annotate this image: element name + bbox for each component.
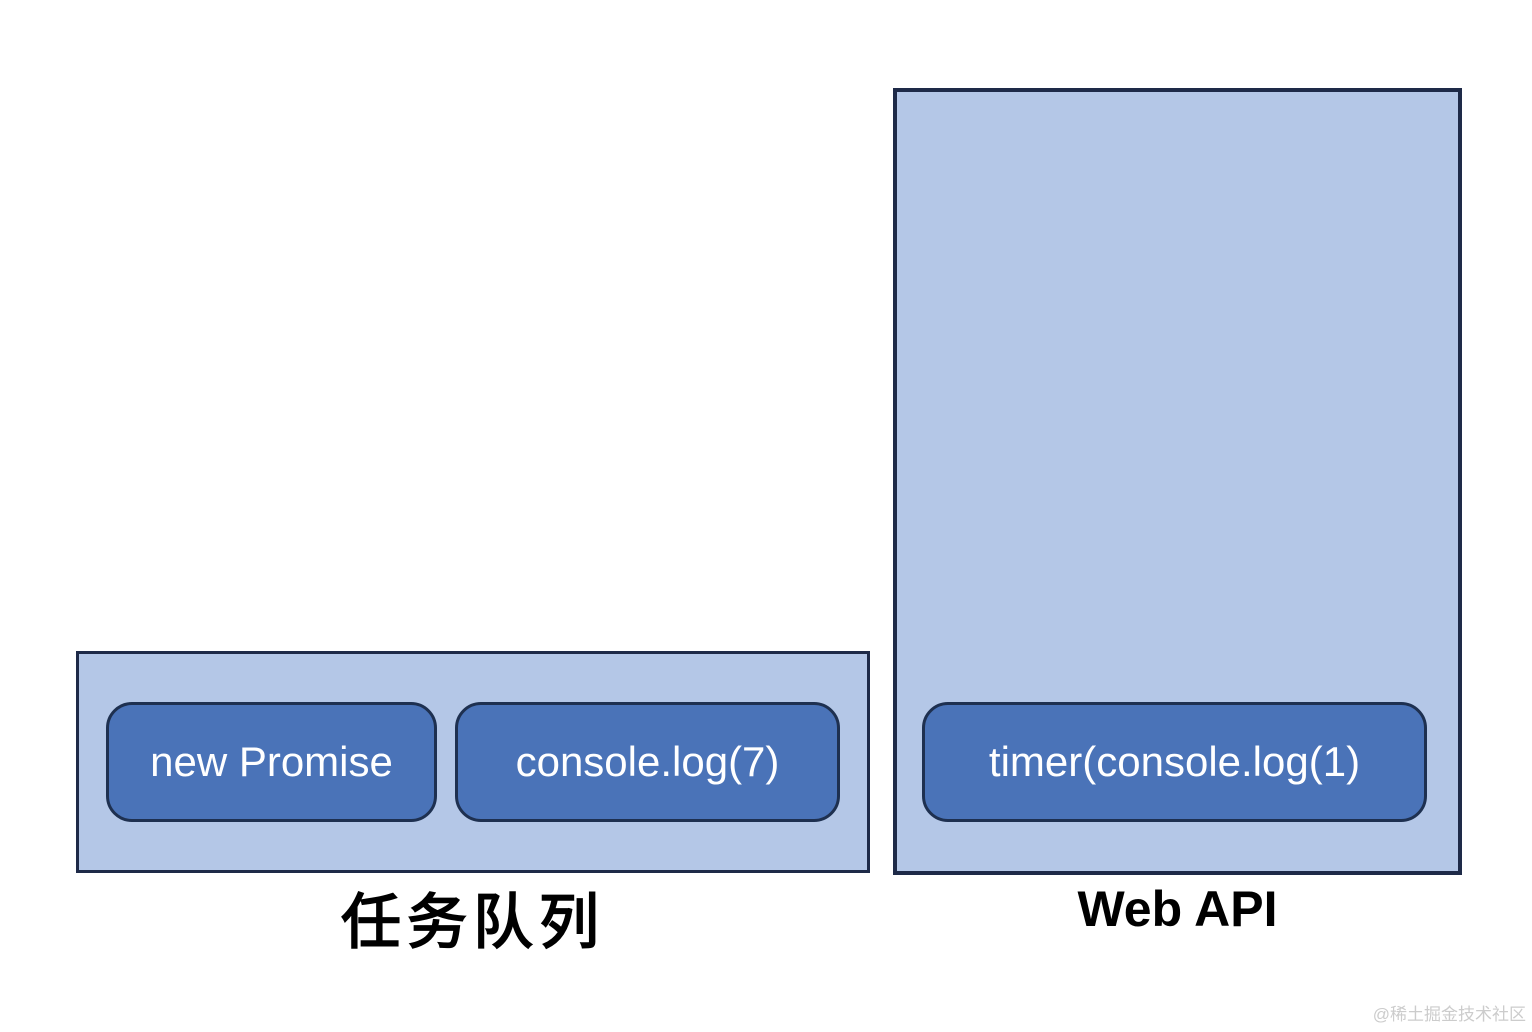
- web-api-pill-timer-label: timer(console.log(1): [988, 738, 1361, 785]
- web-api-label: Web API: [1077, 881, 1278, 937]
- task-pill-new-promise-label: new Promise: [150, 738, 393, 785]
- web-api-container: timer(console.log(1): [893, 88, 1462, 875]
- task-queue-container: new Promise console.log(7): [76, 651, 870, 873]
- task-pill-console-log7: console.log(7): [455, 702, 840, 822]
- web-api-pill-timer: timer(console.log(1): [922, 702, 1427, 822]
- task-queue-label: 任务队列: [341, 889, 605, 956]
- watermark: @稀土掘金技术社区: [1372, 1005, 1526, 1024]
- task-pill-new-promise: new Promise: [106, 702, 437, 822]
- task-pill-console-log7-label: console.log(7): [515, 738, 780, 785]
